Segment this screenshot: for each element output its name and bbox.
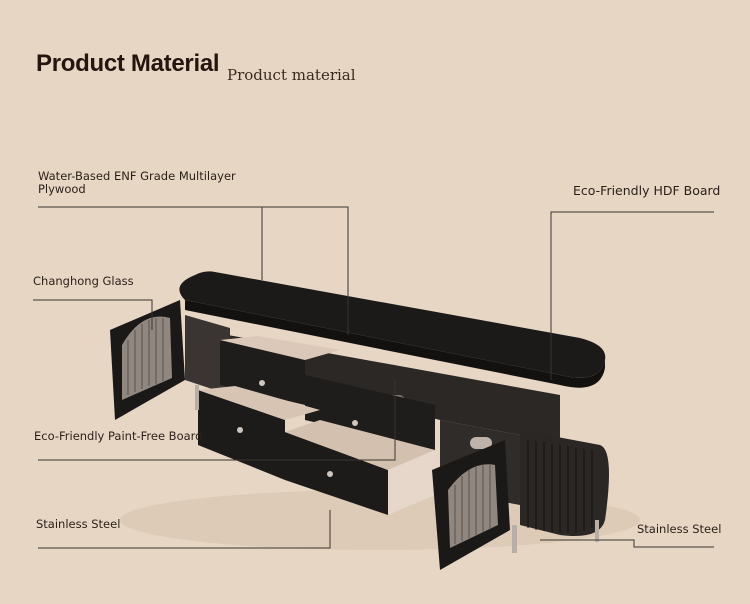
cabinet-top <box>179 271 606 378</box>
knob <box>259 380 265 386</box>
cabinet-right-end <box>520 430 609 536</box>
right-door-flutes <box>454 465 491 544</box>
upper-drawer-left-inner <box>220 336 340 360</box>
interior-left <box>185 315 230 395</box>
leader-hdf <box>550 211 714 380</box>
label-stainless-steel-right: Stainless Steel <box>637 522 722 536</box>
lower-drawer-right <box>285 432 388 515</box>
floor-shadow <box>120 490 640 550</box>
lower-drawer-left-inner <box>198 386 320 420</box>
label-plywood: Water-Based ENF Grade Multilayer Plywood <box>38 169 236 196</box>
label-hdf-board: Eco-Friendly HDF Board <box>573 183 721 198</box>
leader-steel-right <box>540 539 714 548</box>
knob <box>352 420 358 426</box>
leader-glass <box>33 299 153 330</box>
leg <box>512 525 517 553</box>
leader-steel-left <box>38 510 331 549</box>
leader-plywood <box>38 206 349 335</box>
cabinet-top-edge <box>185 300 605 388</box>
knob <box>327 471 333 477</box>
right-door-glass-arch <box>448 464 498 548</box>
label-paint-free-board: Eco-Friendly Paint-Free Board <box>34 429 203 443</box>
leg <box>195 385 199 410</box>
page-title: Product Material <box>36 50 220 77</box>
leader-paint <box>38 380 396 461</box>
left-door-flutes <box>127 318 164 395</box>
leg <box>595 520 599 542</box>
knob <box>237 427 243 433</box>
label-glass: Changhong Glass <box>33 274 134 288</box>
lower-drawer-right-side <box>388 450 435 515</box>
bowl <box>470 437 492 449</box>
lower-drawer-right-inner <box>285 420 435 470</box>
label-stainless-steel-left: Stainless Steel <box>36 517 121 531</box>
upper-drawer-right <box>305 375 435 450</box>
page-subtitle: Product material <box>227 66 356 84</box>
leader-lines <box>33 206 714 549</box>
flute-lines <box>527 440 593 533</box>
